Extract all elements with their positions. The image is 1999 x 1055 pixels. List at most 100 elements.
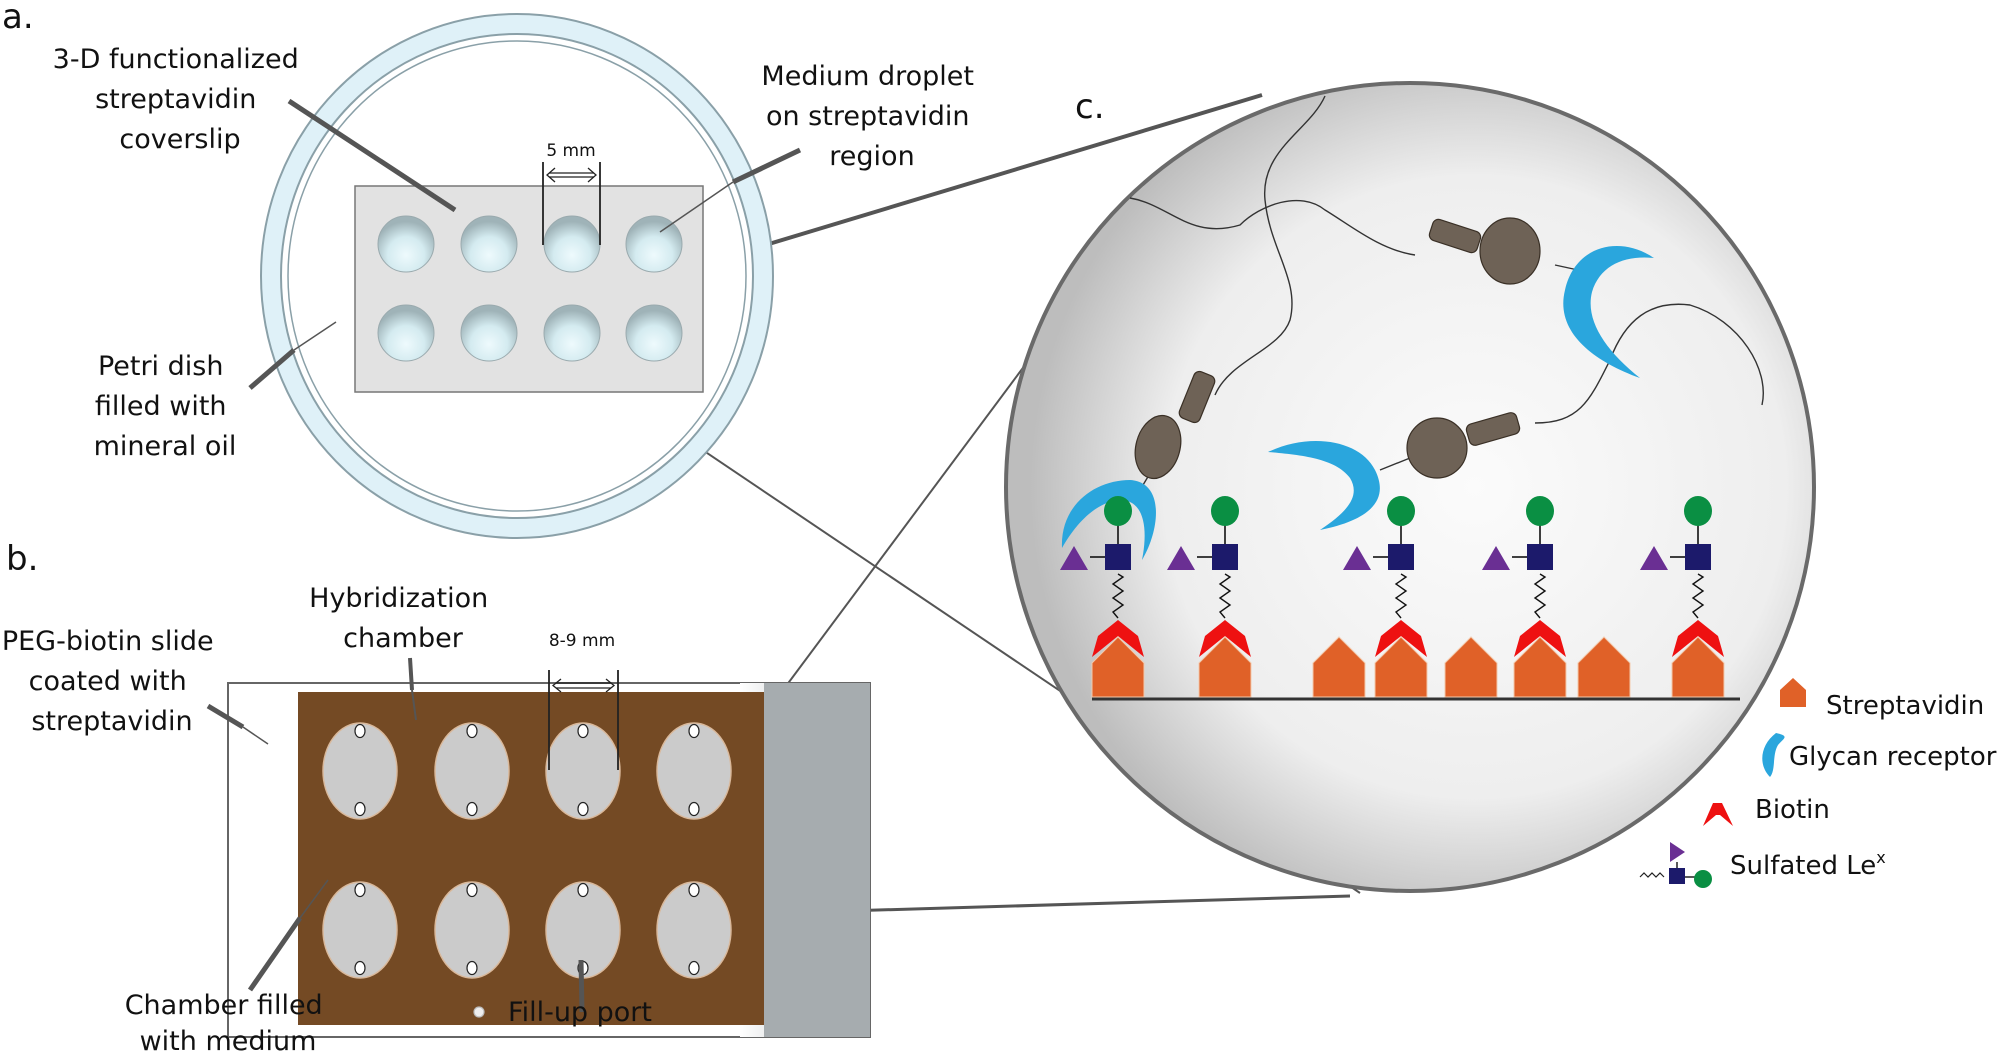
sulfated-lex-glycan xyxy=(1060,496,1144,657)
biotin xyxy=(1092,620,1144,657)
fill-up-port xyxy=(466,801,478,817)
medium-droplet xyxy=(460,304,518,362)
streptavidin xyxy=(1513,636,1567,698)
linker xyxy=(1394,573,1408,619)
slide-end-gray xyxy=(764,683,870,1037)
fill-up-port xyxy=(688,960,700,976)
legend: Streptavidin Glycan receptor Biotin xyxy=(1639,678,1997,888)
fill-up-port-icon xyxy=(473,1006,485,1018)
antibody-left xyxy=(1134,370,1216,480)
medium-droplet xyxy=(377,304,435,362)
streptavidin xyxy=(1671,636,1725,698)
streptavidin xyxy=(1444,636,1498,698)
streptavidin xyxy=(1374,636,1428,698)
fill-up-port xyxy=(688,801,700,817)
biotin-icon xyxy=(1703,803,1733,826)
fill-up-port xyxy=(354,960,366,976)
fill-up-port xyxy=(688,882,700,898)
well xyxy=(434,722,510,820)
linker xyxy=(1218,573,1232,619)
chamber-well xyxy=(656,722,732,820)
medium-droplet xyxy=(625,304,683,362)
medium-droplet xyxy=(543,304,601,362)
fill-up-port xyxy=(354,723,366,739)
biotin xyxy=(1672,620,1724,657)
fill-up-port xyxy=(354,882,366,898)
fill-up-port xyxy=(688,723,700,739)
sulfated-lex-glycans xyxy=(1060,496,1724,657)
callout-petri-dish: Petri dish filled with mineral oil xyxy=(94,351,237,462)
dimension-8-9mm xyxy=(548,670,619,770)
chamber-well xyxy=(434,722,510,820)
streptavidin-layer xyxy=(1091,636,1725,698)
svg-text:Glycan receptor: Glycan receptor xyxy=(1789,742,1997,772)
fucose xyxy=(1640,546,1668,570)
biotin xyxy=(1199,620,1251,657)
streptavidin xyxy=(1198,636,1252,698)
panel-b: b. 8-9 mm Hybridization chamber xyxy=(2,539,871,1055)
chamber-well xyxy=(322,881,398,979)
streptavidin-icon xyxy=(1780,678,1806,707)
sulfated-lex-icon xyxy=(1639,842,1712,888)
galactose xyxy=(1526,496,1554,526)
svg-text:Biotin: Biotin xyxy=(1755,795,1830,825)
well xyxy=(545,722,621,820)
glycan-receptor-lower xyxy=(1268,440,1380,530)
well xyxy=(322,722,398,820)
glcnac xyxy=(1212,544,1238,570)
panel-b-label: b. xyxy=(6,539,38,579)
legend-item-sulfated-lex: Sulfated Lex xyxy=(1639,842,1886,888)
galactose xyxy=(1211,496,1239,526)
sulfated-lex-glycan xyxy=(1167,496,1251,657)
fucose xyxy=(1167,546,1195,570)
callout-hybridization-chamber: Hybridization chamber xyxy=(309,583,497,654)
legend-item-glycan-receptor: Glycan receptor xyxy=(1762,733,1997,777)
linker xyxy=(1691,573,1705,619)
glycan-receptor-bound xyxy=(1061,480,1156,560)
galactose xyxy=(1684,496,1712,526)
streptavidin xyxy=(1091,636,1145,698)
fucose xyxy=(1060,546,1088,570)
glcnac xyxy=(1388,544,1414,570)
sulfated-lex-glycan xyxy=(1640,496,1724,657)
glcnac xyxy=(1105,544,1131,570)
linker xyxy=(1533,573,1547,619)
panel-a: a. 5 mm 3-D fu xyxy=(2,0,982,539)
galactose xyxy=(1104,496,1132,526)
panel-c-label: c. xyxy=(1075,87,1105,127)
callout-chamber-filled: Chamber filled with medium xyxy=(125,990,332,1055)
dimension-8-9mm-label: 8-9 mm xyxy=(549,631,615,651)
legend-item-streptavidin: Streptavidin xyxy=(1780,678,1984,721)
chamber-well xyxy=(656,881,732,979)
panel-a-leaders xyxy=(248,98,802,390)
callout-coverslip: 3-D functionalized streptavidin coversli… xyxy=(53,44,308,155)
panel-a-label: a. xyxy=(2,0,34,37)
sulfated-lex-glycan xyxy=(1343,496,1427,657)
antibody-upper xyxy=(1428,217,1541,285)
well xyxy=(322,881,398,979)
fill-up-port xyxy=(577,801,589,817)
well xyxy=(656,881,732,979)
chamber-wells xyxy=(322,722,732,979)
glcnac xyxy=(1685,544,1711,570)
callout-droplet: Medium droplet on streptavidin region xyxy=(761,61,982,172)
well xyxy=(434,881,510,979)
galactose xyxy=(1387,496,1415,526)
biotin xyxy=(1514,620,1566,657)
sulfated-lex-glycan xyxy=(1482,496,1566,657)
svg-text:Sulfated Lex: Sulfated Lex xyxy=(1730,848,1886,881)
medium-droplet xyxy=(460,215,518,273)
medium-droplet xyxy=(543,215,601,273)
fill-up-port xyxy=(466,960,478,976)
well xyxy=(656,722,732,820)
panel-c: c. xyxy=(1004,81,1997,893)
fill-up-port xyxy=(577,723,589,739)
chamber-well xyxy=(434,881,510,979)
medium-droplet xyxy=(377,215,435,273)
antibody-lower xyxy=(1406,412,1521,479)
fill-up-port xyxy=(466,882,478,898)
biotin xyxy=(1375,620,1427,657)
chamber-well xyxy=(322,722,398,820)
medium-droplet xyxy=(625,215,683,273)
